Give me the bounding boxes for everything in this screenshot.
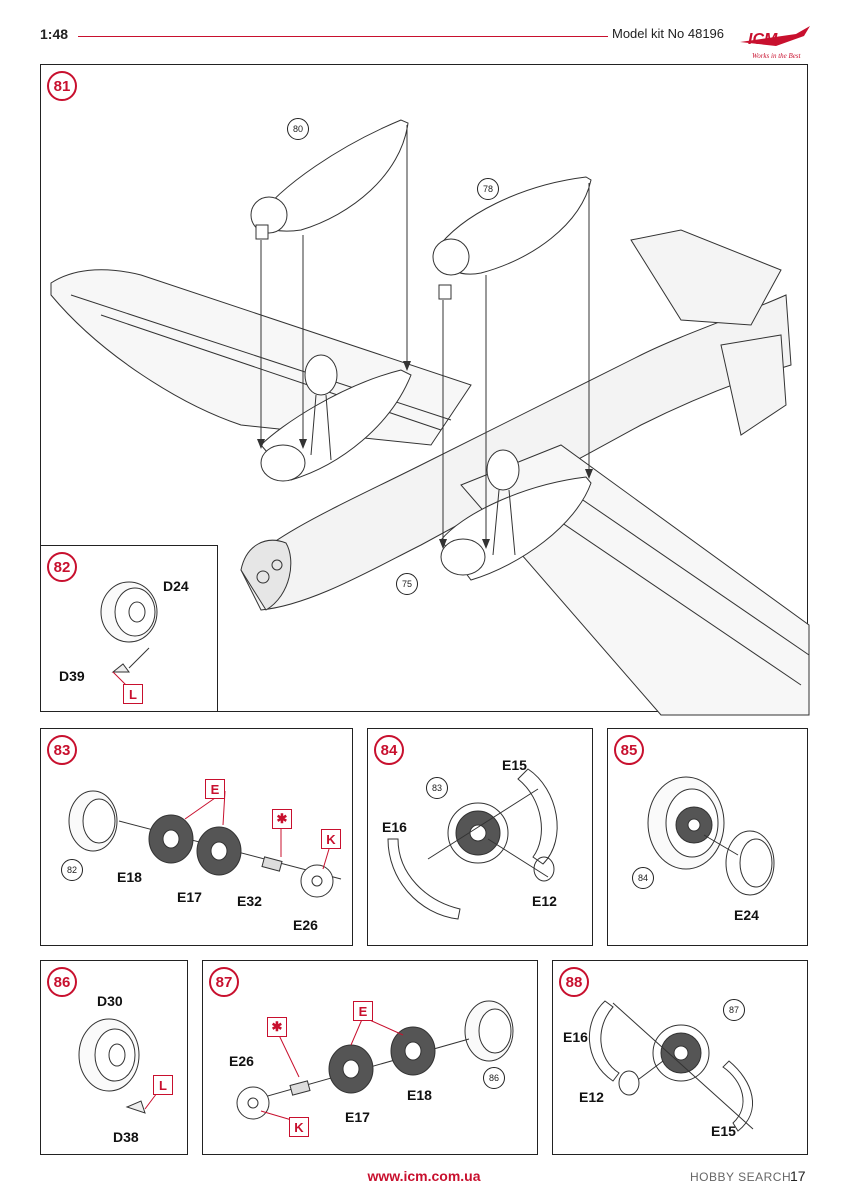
step-number: 86 [47, 967, 77, 997]
step-number: 84 [374, 735, 404, 765]
cowling-part-drawing-2 [78, 1018, 158, 1114]
logo-text: ICM [748, 31, 778, 48]
ref-step-84: 84 [632, 867, 654, 889]
header-rule [78, 36, 608, 37]
part-E18: E18 [407, 1087, 432, 1103]
part-E24: E24 [734, 907, 759, 923]
part-E32: E32 [237, 893, 262, 909]
paint-symbol-icon: ✱ [267, 1017, 287, 1037]
step-number: 87 [209, 967, 239, 997]
step-number: 81 [47, 71, 77, 101]
part-D38: D38 [113, 1129, 139, 1145]
ref-step-87: 87 [723, 999, 745, 1021]
footer-url[interactable]: www.icm.com.ua [367, 1168, 481, 1184]
ref-step-78: 78 [477, 178, 499, 200]
paint-code-E: E [205, 779, 225, 799]
logo-tagline: Works in the Best [752, 52, 802, 60]
airplane-assembly-drawing [50, 119, 810, 716]
step-number: 83 [47, 735, 77, 765]
part-D39: D39 [59, 668, 85, 684]
step-87-panel: 87 86 E K ✱ E26 E17 E18 [202, 960, 538, 1155]
paint-code-L: L [123, 684, 143, 704]
part-D24: D24 [163, 578, 189, 594]
step-82-panel: 82 D24 D39 L [40, 545, 218, 712]
cowling-part-drawing [100, 581, 158, 687]
step-88-panel: 88 87 E16 E12 E15 [552, 960, 808, 1155]
part-E12: E12 [532, 893, 557, 909]
part-E15: E15 [502, 757, 527, 773]
step-85-panel: 85 84 E24 [607, 728, 808, 946]
part-E16: E16 [563, 1029, 588, 1045]
ref-step-82: 82 [61, 859, 83, 881]
part-E26: E26 [229, 1053, 254, 1069]
paint-code-E: E [353, 1001, 373, 1021]
part-E12: E12 [579, 1089, 604, 1105]
part-E16: E16 [382, 819, 407, 835]
part-E26: E26 [293, 917, 318, 933]
ref-step-86: 86 [483, 1067, 505, 1089]
part-E17: E17 [177, 889, 202, 905]
part-E18: E18 [117, 869, 142, 885]
paint-symbol-icon: ✱ [272, 809, 292, 829]
ref-step-75: 75 [396, 573, 418, 595]
step-number: 88 [559, 967, 589, 997]
ref-step-80: 80 [287, 118, 309, 140]
engine-cowl-drawing-2 [588, 1000, 754, 1132]
paint-code-L: L [153, 1075, 173, 1095]
scale-label: 1:48 [40, 26, 69, 42]
part-E15: E15 [711, 1123, 736, 1139]
step-83-panel: 83 82 E K ✱ E18 E17 E32 E26 [40, 728, 353, 946]
step-number: 85 [614, 735, 644, 765]
ref-step-83: 83 [426, 777, 448, 799]
step-84-panel: 84 83 E15 E16 E12 [367, 728, 593, 946]
kit-number: Model kit No 48196 [612, 26, 725, 41]
page-number: 17 [790, 1168, 806, 1184]
part-E17: E17 [345, 1109, 370, 1125]
engine-cowl-drawing [387, 768, 558, 920]
paint-code-K: K [289, 1117, 309, 1137]
paint-code-K: K [321, 829, 341, 849]
step-86-panel: 86 D30 D38 L [40, 960, 188, 1155]
watermark: HOBBY SEARCH [690, 1170, 792, 1184]
icm-logo: ICM Works in the Best [736, 20, 814, 62]
engine-assembly-drawing [68, 790, 342, 898]
part-D30: D30 [97, 993, 123, 1009]
engine-assembly-drawing-2 [236, 1000, 514, 1122]
step-number: 82 [47, 552, 77, 582]
engine-ring-drawing [647, 776, 775, 896]
